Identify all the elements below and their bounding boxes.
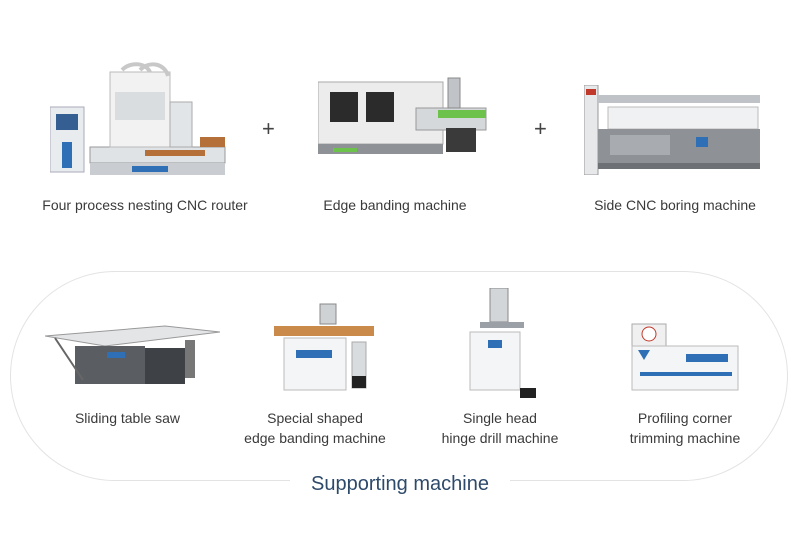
corner-trimming-image — [631, 323, 739, 391]
supporting-label-3a: Single head — [463, 410, 537, 426]
main-machine-label-boring: Side CNC boring machine — [594, 197, 756, 213]
supporting-label-3b: hinge drill machine — [441, 430, 559, 446]
edge-banding-machine-image — [318, 77, 487, 154]
special-edge-bander-image — [274, 303, 374, 391]
main-machine-label-cnc: Four process nesting CNC router — [42, 197, 248, 213]
cnc-router-image — [50, 62, 226, 175]
supporting-label-2b: edge banding machine — [244, 430, 386, 446]
supporting-machine-title: Supporting machine — [290, 469, 510, 499]
supporting-label-4b: trimming machine — [629, 430, 741, 446]
supporting-label-2a: Special shaped — [267, 410, 363, 426]
main-machine-label-edge: Edge banding machine — [323, 197, 467, 213]
plus-icon: + — [534, 116, 547, 141]
hinge-drill-image — [469, 288, 536, 398]
sliding-table-saw-image — [45, 325, 220, 384]
side-boring-machine-image — [584, 85, 760, 175]
plus-icon: + — [262, 116, 275, 141]
supporting-label-1: Sliding table saw — [74, 410, 181, 426]
supporting-label-4a: Profiling corner — [637, 410, 733, 426]
